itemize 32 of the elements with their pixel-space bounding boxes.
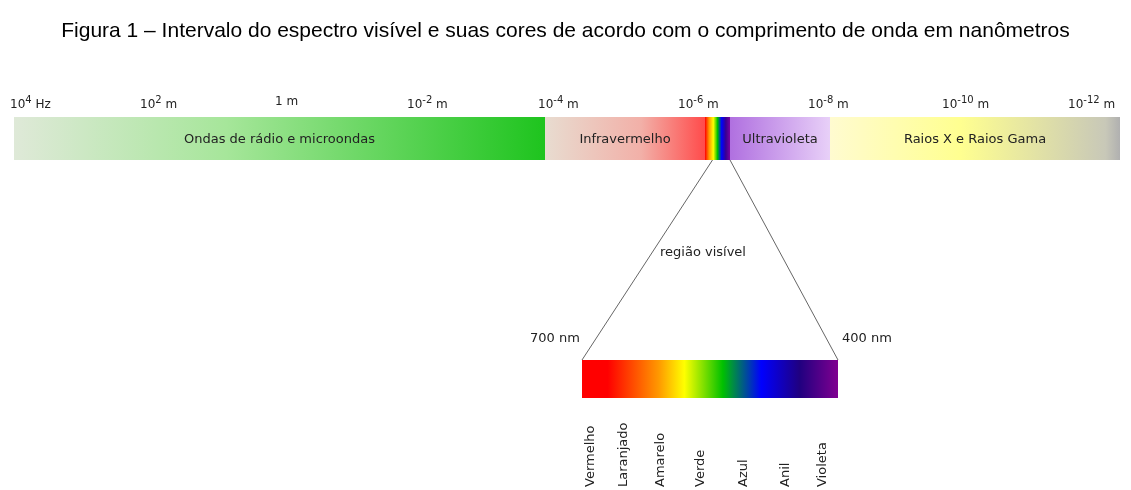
color-name: Amarelo [652,432,667,487]
connector-line [729,159,839,361]
color-name: Laranjado [615,422,630,487]
spectrum-band [730,117,830,160]
region-label: região visível [660,244,746,259]
band-label: Raios X e Raios Gama [903,131,1047,146]
spectrum-band [830,117,1120,160]
spectrum-band [14,117,545,160]
band-label: Ondas de rádio e microondas [184,131,375,146]
tick-label: 1 m [275,94,299,108]
tick-label: 10$^{4}$ Hz [10,94,51,111]
visible-band [705,117,730,160]
spectrum-band [545,117,705,160]
tick-label: 10$^{-10}$ m [942,94,990,111]
band-label: Ultravioleta [742,131,818,146]
color-name: Anil [777,462,792,487]
wavelength-label: 700 nm [530,330,580,345]
tick-label: 10$^{-4}$ m [538,94,579,111]
tick-label: 10$^{-2}$ m [407,94,448,111]
tick-label: 10$^{-12}$ m [1068,94,1116,111]
color-name: Vermelho [582,425,597,487]
connector-line [581,159,713,361]
figure-title: Figura 1 – Intervalo do espectro visível e suas cores de acordo com o comprimento de onda em nanômetros [60,17,1071,43]
visible-spectrum-bar [582,360,838,398]
color-name: Verde [692,449,707,487]
band-label: Infravermelho [579,131,671,146]
color-name: Violeta [814,442,829,487]
color-name: Azul [735,459,750,487]
tick-label: 10$^{-6}$ m [678,94,719,111]
tick-label: 10$^{-8}$ m [808,94,849,111]
tick-label: 10$^{2}$ m [140,94,178,111]
wavelength-label: 400 nm [842,330,892,345]
